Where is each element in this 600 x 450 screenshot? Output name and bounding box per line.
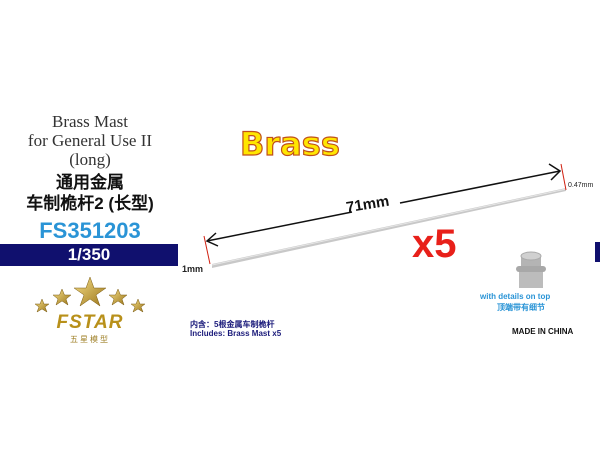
edge-bar: [595, 242, 600, 262]
includes-en: Includes: Brass Mast x5: [190, 329, 282, 338]
title-cn-line-2: 车制桅杆2 (长型): [26, 194, 154, 213]
product-title-cn: 通用金属 车制桅杆2 (长型): [0, 172, 180, 214]
tip-diameter: 0.47mm: [568, 182, 594, 189]
mast-top-detail-icon: [516, 251, 546, 288]
title-cn-line-1: 通用金属: [56, 173, 124, 192]
includes-cn: 内含：5根金属车制桅杆: [190, 320, 275, 329]
title-line-2: for General Use II: [27, 131, 153, 150]
product-code: FS351203: [39, 218, 141, 243]
brand-name: FSTAR: [56, 312, 124, 333]
base-tick: [203, 235, 211, 265]
product-title-en: Brass Mast for General Use II (long): [0, 112, 180, 169]
arrow-left-icon: [205, 232, 219, 247]
detail-note-cn: 顶端带有细节: [497, 303, 545, 312]
brand-subtitle: 五星模型: [70, 335, 110, 344]
scale-badge: 1/350: [0, 244, 178, 266]
tip-tick: [560, 163, 567, 191]
detail-note-en: with details on top: [480, 292, 551, 301]
arrow-right-icon: [548, 163, 562, 181]
title-line-1: Brass Mast: [51, 112, 129, 131]
star-logo-icon: [34, 276, 146, 313]
base-diameter: 1mm: [182, 264, 204, 274]
material-label: Brass: [239, 124, 340, 163]
origin-label: MADE IN CHINA: [512, 327, 574, 336]
title-line-3: (long): [69, 150, 111, 169]
quantity-label: x5: [412, 222, 457, 266]
